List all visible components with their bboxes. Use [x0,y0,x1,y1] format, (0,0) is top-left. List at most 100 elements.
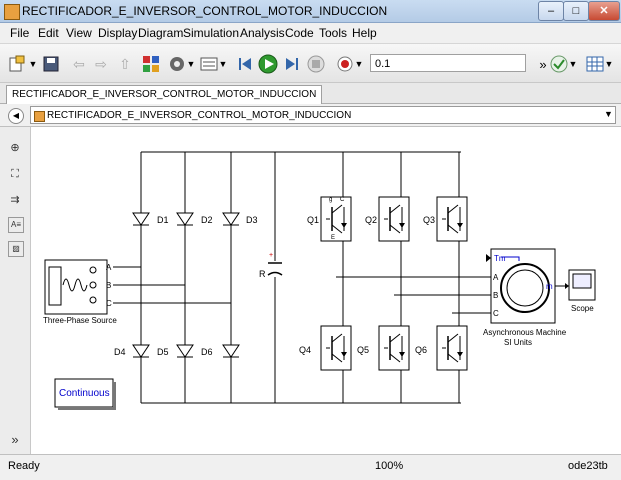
igbt-port-c: C [340,197,345,203]
menu-simulation[interactable]: Simulation [183,26,240,40]
model-canvas[interactable]: D1 D2 D3 D4 D5 D6 + R A B C Three-Phase … [31,127,621,454]
stop-icon[interactable] [305,53,327,75]
window-title: RECTIFICADOR_E_INVERSOR_CONTROL_MOTOR_IN… [22,4,388,18]
minimize-button[interactable]: – [538,1,564,21]
circuit-diagram: D1 D2 D3 D4 D5 D6 + R A B C Three-Phase … [43,151,596,410]
model-explorer-icon[interactable] [198,53,220,75]
diode-label-d6: D6 [201,347,213,357]
igbt-label-q6: Q6 [415,345,427,355]
maximize-button[interactable]: □ [563,1,589,21]
igbt-q6[interactable] [436,325,468,371]
igbt-label-q2: Q2 [365,215,377,225]
menu-file[interactable]: File [10,26,30,40]
library-browser-icon[interactable] [140,53,162,75]
menu-display[interactable]: Display [98,26,138,40]
igbt-q1[interactable] [320,196,352,242]
svg-text:+: + [269,252,273,259]
tab-bar: RECTIFICADOR_E_INVERSOR_CONTROL_MOTOR_IN… [0,83,621,104]
diode-label-d3: D3 [246,215,258,225]
igbt-label-q5: Q5 [357,345,369,355]
fit-view-icon[interactable]: ⛶ [11,168,19,180]
menu-bar: File Edit View Display Diagram Simulatio… [0,23,621,44]
simulink-app-icon [4,4,20,20]
breadcrumb-dropdown-icon[interactable]: ▼ [604,109,613,119]
source-port-a: A [106,263,112,272]
diode-label-d4: D4 [114,347,126,357]
igbt-port-e: E [331,235,335,241]
three-phase-source-block[interactable] [44,259,108,315]
step-back-icon[interactable] [234,53,256,75]
machine-label-line2: SI Units [504,338,532,347]
annotation-icon[interactable]: A≡ [8,217,24,233]
machine-label-line1: Asynchronous Machine [483,328,567,337]
breadcrumb-bar: ◀ RECTIFICADOR_E_INVERSOR_CONTROL_MOTOR_… [0,104,621,127]
machine-port-b: B [493,291,498,300]
close-button[interactable]: ✕ [588,1,620,21]
diode-label-d2: D2 [201,215,213,225]
model-icon [34,111,45,122]
capacitor-block[interactable]: + [267,252,283,276]
menu-code[interactable]: Code [285,26,314,40]
check-dropdown-icon[interactable]: ▼ [568,59,578,69]
source-label: Three-Phase Source [43,316,117,325]
asynchronous-machine-block[interactable] [486,248,556,324]
igbt-label-q1: Q1 [307,215,319,225]
capacitor-label: R [259,269,266,279]
diode-label-d1: D1 [157,215,169,225]
back-icon[interactable]: ⇦ [73,55,85,72]
image-icon[interactable]: ▨ [8,241,24,257]
menu-diagram[interactable]: Diagram [138,26,184,40]
settings-dropdown-icon[interactable]: ▼ [186,59,196,69]
source-port-b: B [106,281,111,290]
forward-icon[interactable]: ⇨ [95,55,107,72]
zoom-icon[interactable]: ⊕ [10,142,20,154]
igbt-label-q3: Q3 [423,215,435,225]
explorer-dropdown-icon[interactable]: ▼ [218,59,228,69]
hide-browser-icon[interactable]: ◀ [8,108,24,124]
tab-model[interactable]: RECTIFICADOR_E_INVERSOR_CONTROL_MOTOR_IN… [6,85,323,104]
igbt-port-g: g [329,197,332,203]
diode-d3[interactable] [222,202,240,236]
breadcrumb[interactable]: RECTIFICADOR_E_INVERSOR_CONTROL_MOTOR_IN… [30,106,616,124]
save-icon[interactable] [40,53,62,75]
settings-gear-icon[interactable] [166,53,188,75]
grid-options-icon[interactable] [584,53,606,75]
record-icon[interactable] [334,53,356,75]
menu-tools[interactable]: Tools [319,26,348,40]
step-forward-icon[interactable] [281,53,303,75]
igbt-q2[interactable] [378,196,410,242]
up-icon[interactable]: ⇧ [119,55,131,72]
menu-edit[interactable]: Edit [38,26,59,40]
igbt-q3[interactable] [436,196,468,242]
status-bar: Ready 100% ode23tb [0,454,621,480]
igbt-q4[interactable] [320,325,352,371]
record-dropdown-icon[interactable]: ▼ [354,59,364,69]
menu-analysis[interactable]: Analysis [240,26,285,40]
new-dropdown-icon[interactable]: ▼ [28,59,38,69]
igbt-label-q4: Q4 [299,345,311,355]
stop-time-input[interactable]: 0.1 [370,54,526,72]
source-port-c: C [106,299,112,308]
run-icon[interactable] [257,53,279,75]
toolbar-overflow-icon[interactable]: » [539,56,547,72]
diode-d6[interactable] [222,334,240,368]
scope-block[interactable] [565,269,596,301]
diode-d1[interactable] [132,202,150,236]
grid-dropdown-icon[interactable]: ▼ [604,59,614,69]
toolbar: ▼ ⇦ ⇨ ⇧ ▼ ▼ ▼ 0.1 » ▼ ▼ [0,44,621,83]
diode-d5[interactable] [176,334,194,368]
expand-palette-icon[interactable]: » [11,432,19,447]
check-model-icon[interactable] [548,53,570,75]
diode-d4[interactable] [132,334,150,368]
igbt-q5[interactable] [378,325,410,371]
status-state: Ready [8,460,40,472]
status-zoom: 100% [375,460,404,472]
menu-help[interactable]: Help [352,26,377,40]
diode-d2[interactable] [176,202,194,236]
powergui-block[interactable] [54,378,116,410]
new-model-icon[interactable] [6,53,28,75]
arrow-icon[interactable]: ⇉ [10,194,20,206]
machine-port-tm: Tm [494,254,506,263]
title-bar: RECTIFICADOR_E_INVERSOR_CONTROL_MOTOR_IN… [0,0,621,23]
menu-view[interactable]: View [66,26,92,40]
